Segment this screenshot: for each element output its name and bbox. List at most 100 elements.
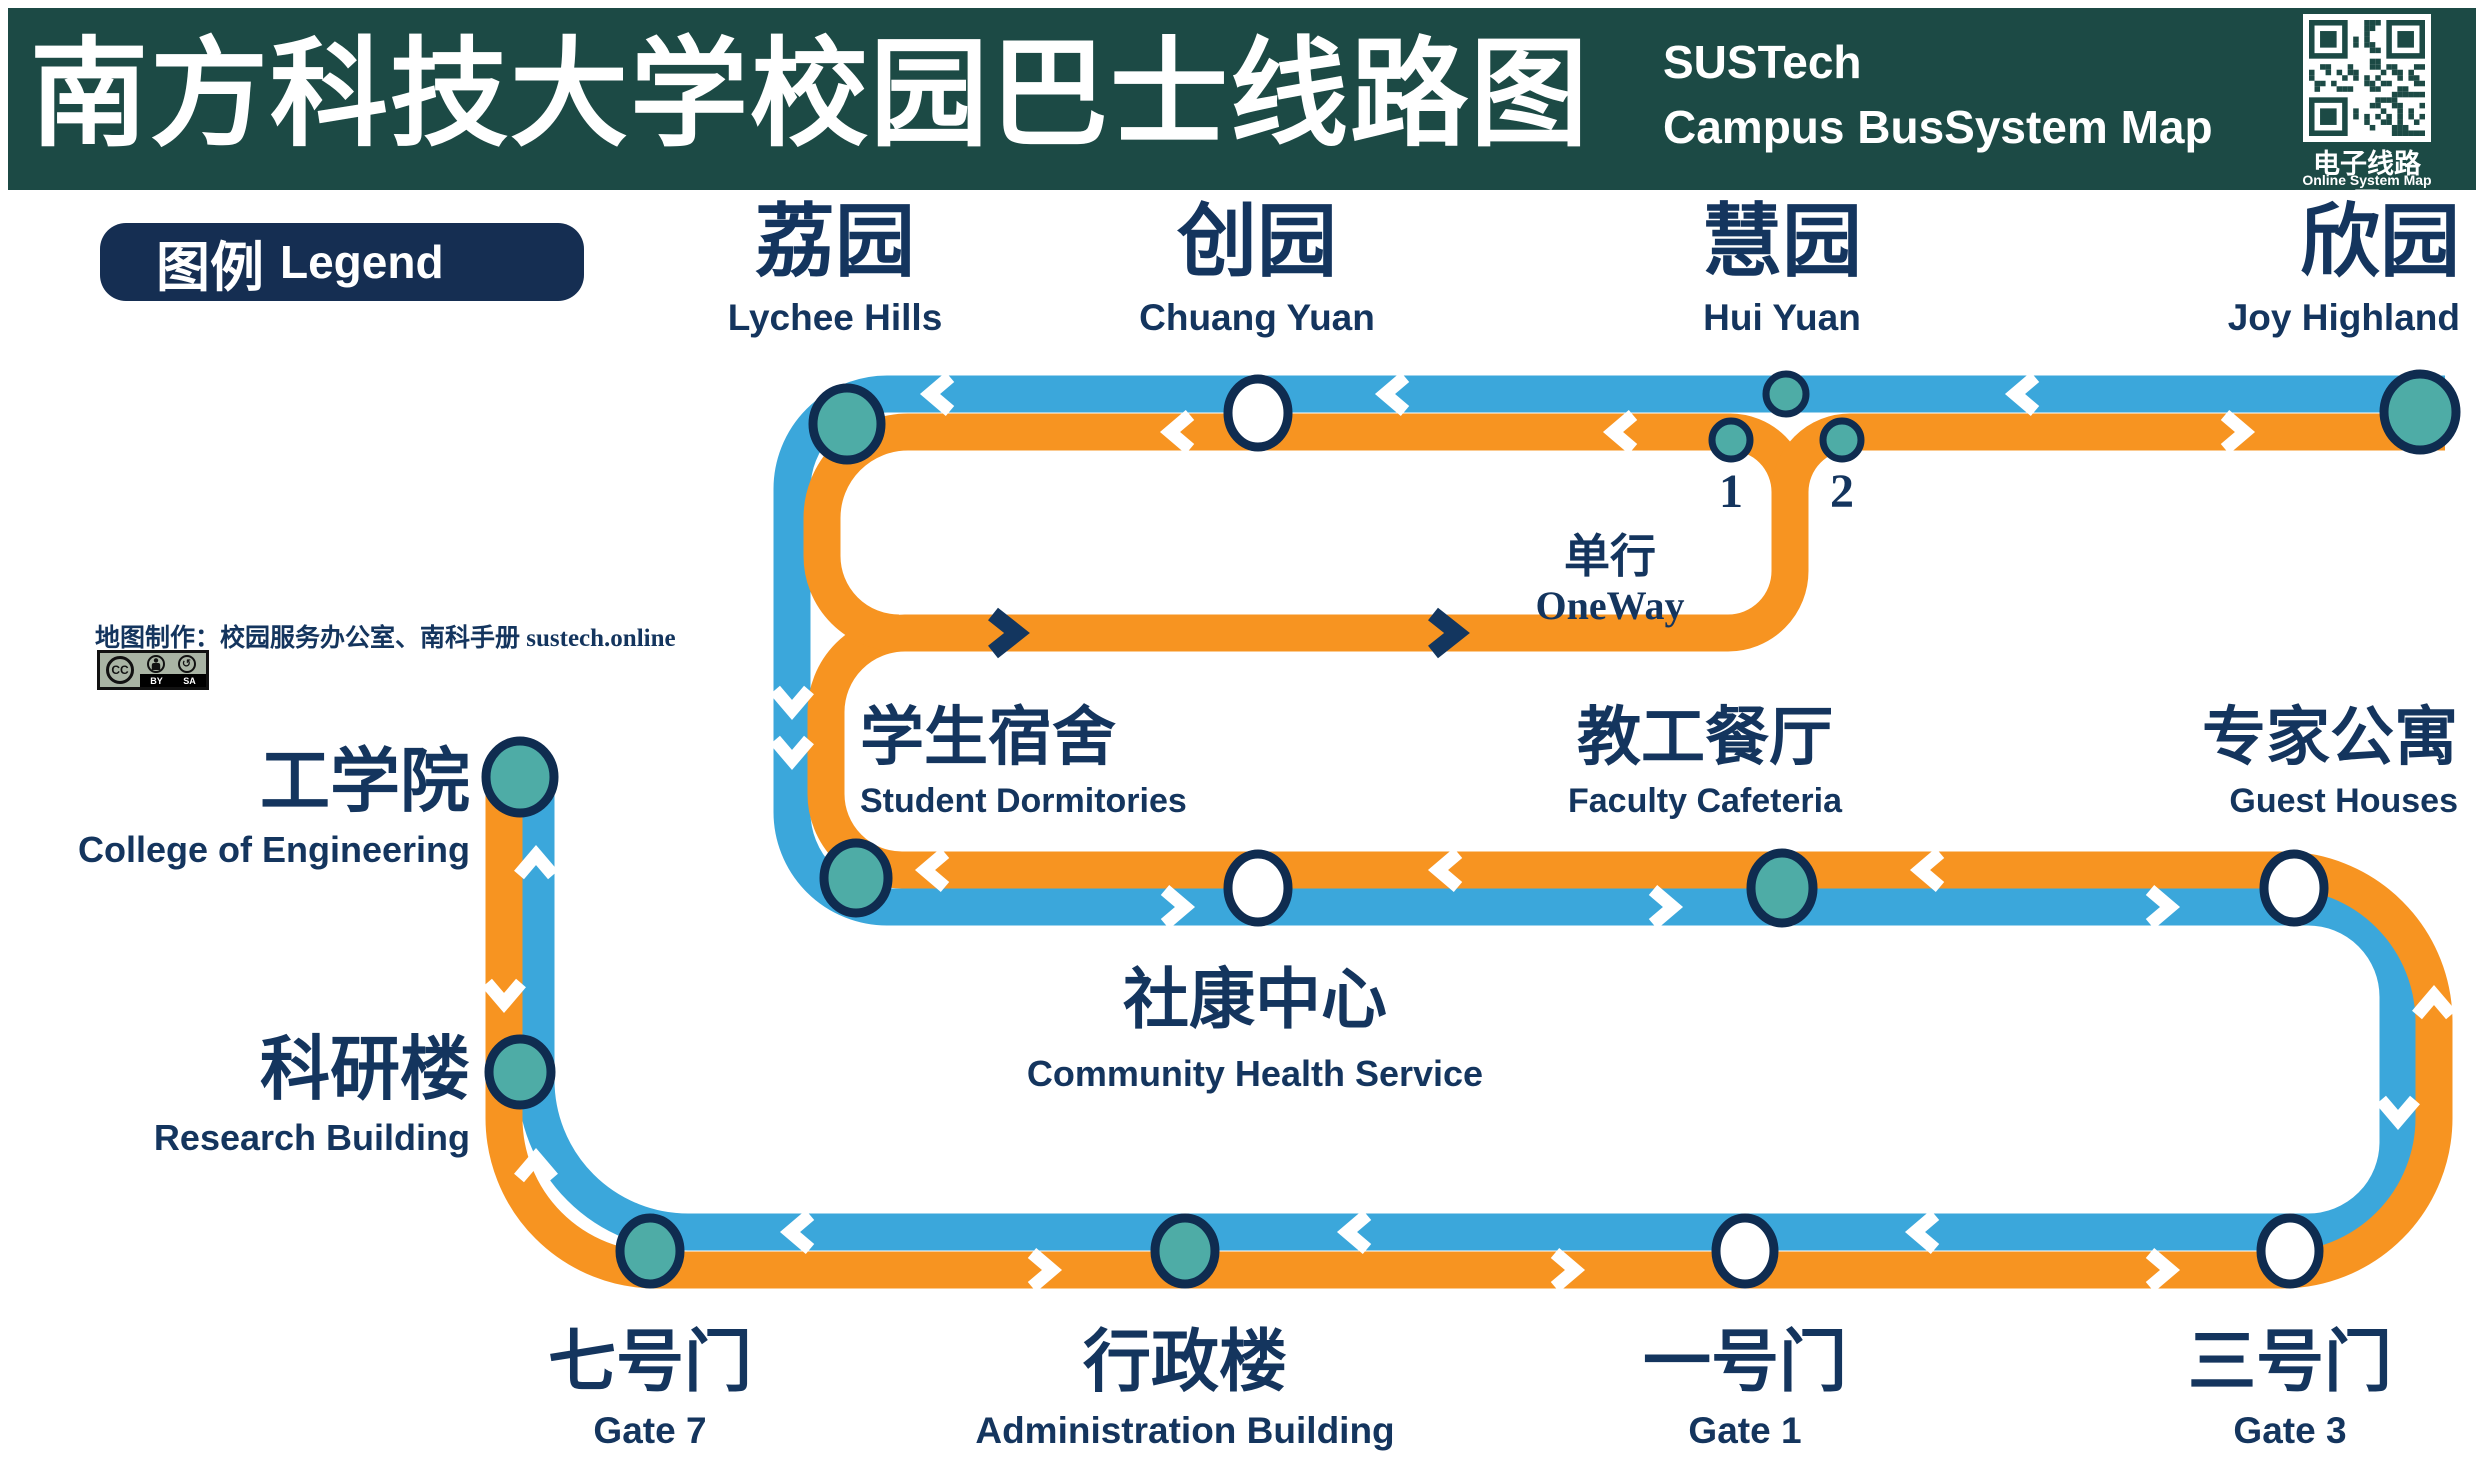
title-en-line2: Campus BusSystem Map bbox=[1663, 101, 2213, 154]
chevron-arrow-l bbox=[1159, 410, 1195, 454]
huiyuan-platform-2-label: 2 bbox=[1830, 465, 1854, 518]
station-markers bbox=[481, 369, 2461, 1289]
chevron-arrow-l bbox=[1336, 1210, 1372, 1254]
station-label-en: Community Health Service bbox=[1026, 1053, 1484, 1094]
station-marker-lychee-hills bbox=[808, 383, 886, 465]
station-label-en: Guest Houses bbox=[2229, 782, 2458, 820]
qr-caption-en: Online System Map bbox=[2302, 172, 2432, 188]
station-label-zh: 科研楼 bbox=[260, 1032, 470, 1109]
chevron-arrow-r bbox=[1160, 885, 1196, 929]
legend-title-zh: 图例 bbox=[156, 237, 264, 298]
station-marker-student-dormitories bbox=[819, 838, 893, 918]
station-label-en: Joy Highland bbox=[2227, 297, 2460, 338]
station-label-zh: 学生宿舍 bbox=[860, 702, 1116, 773]
orange-line-swatch bbox=[146, 351, 224, 371]
oneway-annotation: 单行 OneWay bbox=[1536, 534, 1685, 626]
station-label-en: Chuang Yuan bbox=[1139, 297, 1375, 338]
station-label-gate3: 三号门 Gate 3 bbox=[2188, 1328, 2392, 1449]
station-label-en: Gate 3 bbox=[2233, 1410, 2347, 1451]
oneway-label-zh: 单行 bbox=[1564, 531, 1656, 582]
station-label-gate7: 七号门 Gate 7 bbox=[548, 1328, 752, 1449]
station-label-hui-yuan: 慧园 Hui Yuan bbox=[1702, 203, 1862, 336]
chevron-arrow-r bbox=[2220, 410, 2256, 454]
chevron-arrow-u bbox=[2412, 984, 2456, 1020]
direction-chevrons bbox=[482, 372, 2456, 1292]
chevron-arrow-d bbox=[770, 685, 814, 721]
chevron-arrow-l bbox=[2004, 372, 2040, 416]
station-label-zh: 社康中心 bbox=[1122, 964, 1387, 1037]
legend-item-peak-station: 高峰线站点 Peak Line Station bbox=[146, 504, 584, 565]
cc-sa-label: SA bbox=[183, 675, 196, 686]
cc-sa-arrow-icon: ↺ bbox=[177, 655, 196, 673]
peak-station-icon bbox=[162, 508, 196, 543]
chevron-arrow-d bbox=[2376, 1095, 2420, 1131]
station-label-chuang-yuan: 创园 Chuang Yuan bbox=[1139, 203, 1375, 336]
chevron-arrow-r bbox=[2145, 885, 2181, 929]
chevron-arrow-l bbox=[1602, 410, 1638, 454]
station-marker-hui-yuan bbox=[1762, 370, 1810, 418]
station-label-en: Student Dormitories bbox=[860, 782, 1187, 820]
station-marker-chuang-yuan bbox=[1223, 374, 1293, 452]
station-label-zh: 专家公寓 bbox=[2202, 702, 2458, 773]
station-label-zh: 荔园 bbox=[755, 199, 915, 287]
cc-icon: CC bbox=[100, 653, 140, 687]
station-label-zh: 慧园 bbox=[1702, 199, 1862, 287]
station-label-zh: 七号门 bbox=[547, 1324, 753, 1400]
map-credit: 地图制作：校园服务办公室、南科手册 sustech.online bbox=[95, 625, 676, 652]
station-marker-guest-houses bbox=[2259, 849, 2329, 927]
chevron-arrow-r bbox=[1428, 607, 1470, 659]
station-label-guest-houses: 专家公寓 Guest Houses bbox=[2202, 702, 2458, 820]
chevron-arrow-r bbox=[988, 607, 1030, 659]
station-label-zh: 教工餐厅 bbox=[1577, 702, 1833, 773]
header-banner: 南方科技大学校园巴士线路图 SUSTech Campus BusSystem M… bbox=[8, 8, 2476, 218]
station-marker-gate7 bbox=[615, 1213, 685, 1289]
station-label-zh: 欣园 bbox=[2300, 199, 2460, 287]
station-label-zh: 创园 bbox=[1176, 199, 1337, 287]
station-marker-research-building bbox=[484, 1034, 556, 1110]
chevron-arrow-l bbox=[919, 372, 955, 416]
station-label-lychee-hills: 荔园 Lychee Hills bbox=[728, 203, 943, 336]
station-label-en: Faculty Cafeteria bbox=[1568, 782, 1842, 820]
station-marker-administration-building bbox=[1150, 1213, 1220, 1289]
station-label-zh: 工学院 bbox=[260, 744, 470, 821]
station-label-gate1: 一号门 Gate 1 bbox=[1643, 1328, 1847, 1449]
station-label-administration-building: 行政楼 Administration Building bbox=[975, 1328, 1394, 1449]
station-label-zh: 一号门 bbox=[1642, 1324, 1848, 1400]
chevron-arrow-l bbox=[914, 848, 950, 892]
cc-by-sa-badge: CC ↺ BY SA bbox=[97, 650, 209, 690]
station-label-student-dormitories: 学生宿舍 Student Dormitories bbox=[860, 702, 1187, 820]
chevron-arrow-l bbox=[779, 1210, 815, 1254]
oneway-label-en: OneWay bbox=[1535, 583, 1685, 628]
legend-header: 图例 Legend bbox=[100, 223, 584, 301]
chevron-arrow-r bbox=[1648, 885, 1684, 929]
huiyuan-platform-1-label: 1 bbox=[1719, 465, 1743, 518]
station-label-en: Gate 7 bbox=[593, 1410, 707, 1451]
chevron-arrow-u bbox=[514, 844, 558, 880]
chevron-arrow-d bbox=[770, 735, 814, 771]
station-label-community-health: 社康中心 Community Health Service bbox=[1027, 968, 1483, 1092]
station-label-en: Administration Building bbox=[975, 1410, 1395, 1451]
legend-item-zh: 工学院 → 欣园 bbox=[250, 337, 478, 376]
station-marker-college-of-engineering bbox=[481, 736, 559, 818]
legend-item-zh: 高峰线站点 bbox=[240, 504, 416, 544]
legend-item-blue-route: 欣园 → 工学院 Joy Highland → College of Engin… bbox=[146, 422, 584, 481]
legend-title-en: Legend bbox=[280, 236, 444, 288]
station-label-joy-highland: 欣园 Joy Highland bbox=[2228, 203, 2460, 336]
station-label-zh: 三号门 bbox=[2187, 1324, 2393, 1400]
chevron-arrow-l bbox=[1427, 848, 1463, 892]
legend-item-en: Peak Line Station bbox=[240, 546, 374, 564]
orange-route-east-branch bbox=[1771, 413, 2445, 493]
page-title-english: SUSTech Campus BusSystem Map bbox=[1663, 30, 2213, 161]
page-title: 南方科技大学校园巴士线路图 bbox=[30, 30, 1591, 161]
station-label-en: Gate 1 bbox=[1688, 1410, 1802, 1451]
qr-code-pattern bbox=[2309, 20, 2425, 136]
station-marker-hui-yuan-platform1 bbox=[1708, 417, 1754, 463]
legend-panel: 图例 Legend 工学院 → 欣园 College of Engineerin… bbox=[100, 223, 584, 682]
legend-item-en: College of Engineering → Joy Highland bbox=[250, 378, 550, 396]
blue-line-swatch bbox=[146, 434, 224, 455]
station-marker-community-health bbox=[1223, 849, 1293, 927]
chevron-arrow-r bbox=[1027, 1248, 1063, 1292]
cc-by-label: BY bbox=[150, 675, 163, 686]
